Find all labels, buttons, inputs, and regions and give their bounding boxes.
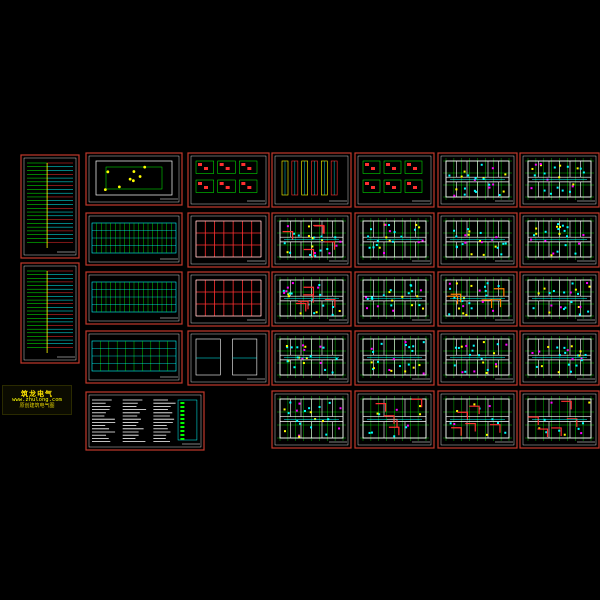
drawing-sheet-notes-legend	[85, 391, 205, 451]
drawing-sheet-detail-pair	[187, 330, 270, 386]
drawing-sheet-elevation	[85, 271, 183, 325]
stamp-line-1: 筑龙电气	[21, 389, 53, 398]
drawing-sheet-floor-plan	[519, 330, 600, 386]
stamp-line-3: 原创建筑电气图	[19, 402, 55, 409]
zhulong-watermark-logo: 筑龙电气 www.zhulong.com 原创建筑电气图	[2, 385, 72, 415]
drawing-sheet-floor-plan	[271, 390, 352, 449]
drawing-sheet-floor-plan	[354, 212, 435, 268]
drawing-sheet-floor-plan-red	[271, 271, 352, 327]
drawing-sheet-floor-plan	[437, 152, 518, 208]
drawing-sheet-floor-plan	[271, 330, 352, 386]
drawing-sheet-system-diagram	[187, 152, 270, 208]
drawing-sheet-floor-plan	[354, 330, 435, 386]
drawing-sheet-grid-plan-red	[187, 212, 270, 268]
drawing-sheet-floor-plan	[437, 212, 518, 268]
drawing-sheet-floor-plan-sparse	[437, 390, 518, 449]
drawing-sheet-floor-plan	[519, 212, 600, 268]
drawing-sheet-floor-plan	[354, 271, 435, 327]
drawing-sheet-floor-plan	[519, 152, 600, 208]
drawing-sheet-elevation	[85, 212, 183, 266]
drawing-sheet-elevation-short	[85, 330, 183, 384]
drawing-sheet-floor-plan-red	[271, 212, 352, 268]
drawing-sheet-grid-plan-red	[187, 271, 270, 327]
drawing-sheet-riser-schedule	[20, 154, 80, 259]
drawing-sheet-floor-plan-sparse	[519, 390, 600, 449]
drawing-sheet-system-diagram	[354, 152, 435, 208]
drawing-sheet-floor-plan	[519, 271, 600, 327]
stamp-line-2: www.zhulong.com	[12, 397, 62, 404]
drawing-sheet-floor-plan-orange	[437, 271, 518, 327]
drawing-sheet-floor-plan-sparse	[354, 390, 435, 449]
drawing-sheet-riser-diagram	[271, 152, 352, 208]
drawing-sheet-riser-schedule	[20, 262, 80, 364]
drawing-sheet-site-plan	[85, 152, 183, 206]
drawing-sheet-floor-plan	[437, 330, 518, 386]
